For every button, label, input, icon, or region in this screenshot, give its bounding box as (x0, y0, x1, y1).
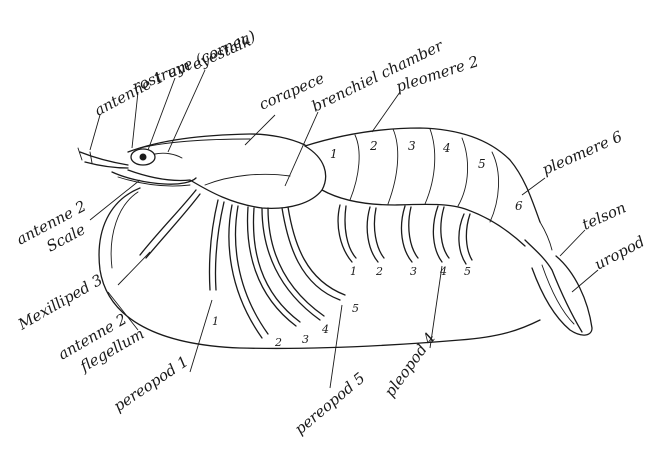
pleopod-4-shape (433, 206, 449, 262)
pereopod-number: 2 (274, 336, 282, 349)
segment-number: 5 (478, 157, 486, 171)
tail-joint (540, 222, 552, 250)
label-eyestalk: eyestalk (189, 32, 254, 74)
uropod-outer (532, 256, 592, 335)
segment-number: 6 (515, 199, 523, 213)
eye-pupil (140, 154, 147, 161)
pereopod-number: 5 (352, 302, 359, 315)
segment-number: 4 (442, 141, 451, 155)
leader-pereopod5 (330, 305, 342, 388)
antenna1-flagellum-b (85, 162, 128, 168)
pleopod-5-shape (459, 214, 472, 264)
leader-pleomere6 (522, 178, 545, 195)
antenna2-flagellum-line-inner (111, 192, 138, 268)
leader-branchial (285, 112, 318, 186)
pereopods (209, 200, 345, 338)
pleopod-number: 5 (464, 265, 471, 278)
telson-shape (525, 240, 582, 332)
pereopod-number: 4 (321, 323, 329, 336)
segment-number: 2 (369, 139, 378, 153)
eyestalk-shape (155, 153, 182, 158)
leader-pereopod1 (190, 300, 212, 372)
pereopod-1-shape (209, 200, 224, 290)
segment-number: 3 (408, 139, 416, 153)
label-pleopod4: pleopod 4 (381, 329, 440, 400)
pleopod-3-shape (401, 206, 418, 262)
segment-number: 1 (330, 147, 338, 161)
pleopods (338, 205, 472, 264)
pereopod-5-shape (282, 207, 345, 300)
pleopod-number: 4 (439, 265, 447, 278)
leader-antenne1 (90, 115, 100, 150)
shrimp-drawing (78, 128, 592, 348)
pleopod-number: 1 (350, 265, 357, 278)
leader-pleomere2 (372, 92, 400, 132)
label-pereopod1: pereopod 1 (110, 352, 191, 415)
pleopod-number: 2 (375, 265, 383, 278)
branchial-chamber-line (205, 174, 290, 185)
label-telson: telson (579, 198, 628, 233)
pleomere-divider-4 (458, 138, 468, 206)
pleopod-2-shape (367, 207, 384, 262)
maxilliped3-shape (140, 190, 200, 258)
pereopod-4-shape (262, 208, 324, 320)
pleomere-divider-3 (425, 129, 435, 204)
pleopod-number: 3 (410, 265, 417, 278)
pleomere-divider-1 (350, 135, 359, 200)
pleomere-divider-2 (388, 129, 398, 204)
leader-maxilliped (118, 252, 150, 285)
pereopod-number: 1 (212, 315, 219, 328)
leader-telson (560, 230, 585, 256)
label-uropod: uropod (591, 232, 647, 273)
labels: antenne 1 rostrum eye (cornea) eyestalk … (13, 27, 647, 438)
uropod-inner (542, 265, 574, 324)
rostrum-shape (128, 134, 305, 152)
label-pleomere6: pleomere 6 (539, 127, 625, 179)
pleomere-divider-5 (490, 152, 499, 222)
label-pereopod5: pereopod 5 (291, 369, 369, 438)
pleopod-1-shape (338, 205, 356, 262)
label-maxilliped: Mexilliped 3 (14, 271, 106, 334)
leader-lines (90, 70, 598, 388)
pleopod-numbers: 1 2 3 4 5 (350, 265, 471, 278)
pereopod-number: 3 (302, 333, 309, 346)
abdomen-dorsal (305, 128, 540, 222)
abdomen-ventral (322, 190, 525, 246)
leader-carapace (245, 115, 275, 145)
leader-scale (90, 180, 140, 220)
carapace-outline (128, 146, 326, 208)
